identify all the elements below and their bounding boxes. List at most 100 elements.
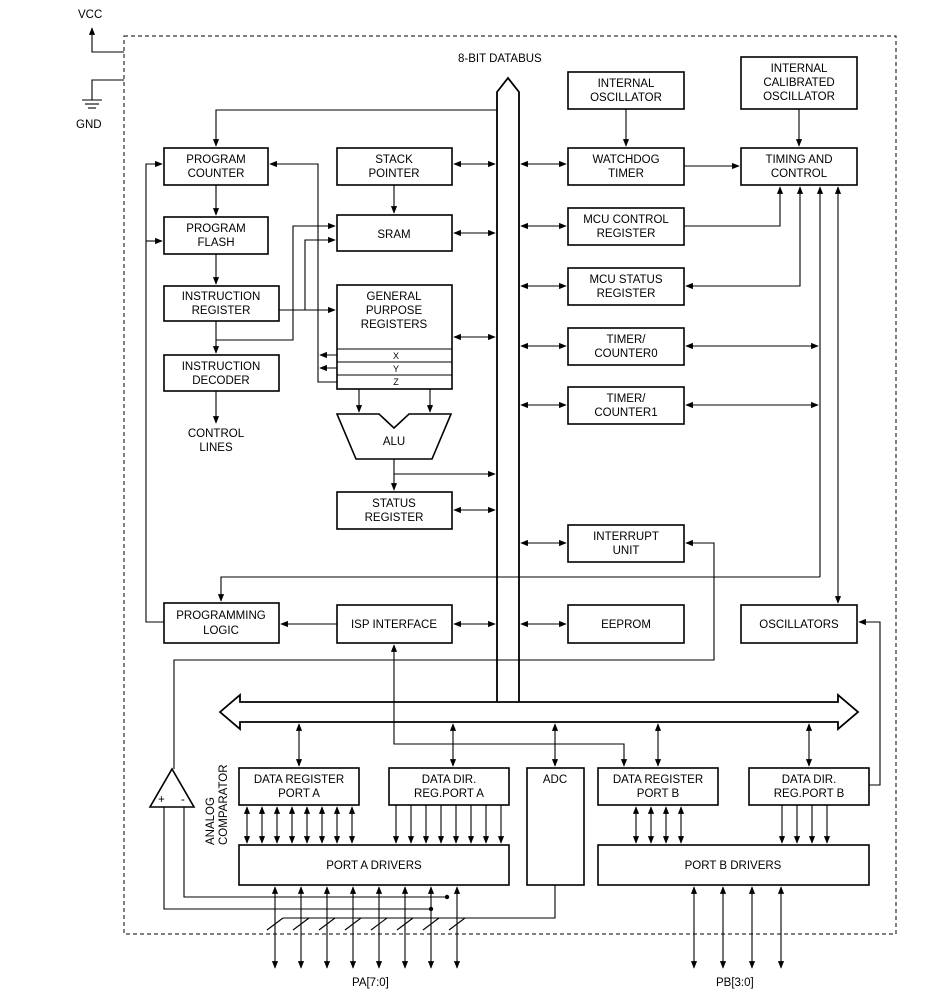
svg-text:UNIT: UNIT xyxy=(613,545,640,557)
timing-and-control-block: TIMING AND CONTROL xyxy=(740,147,858,186)
svg-text:REGISTER: REGISTER xyxy=(597,228,656,240)
stack-pointer-block: STACK POINTER xyxy=(336,147,453,186)
mcu-control-register-block: MCU CONTROL REGISTER xyxy=(567,207,685,246)
port-b-pins-label: PB[3:0] xyxy=(716,977,754,989)
internal-calibrated-oscillator-block: INTERNAL CALIBRATED OSCILLATOR xyxy=(740,56,858,110)
data-register-port-a-block: DATA REGISTER PORT A xyxy=(238,767,360,806)
oscillators-block: OSCILLATORS xyxy=(740,604,858,644)
sram-block: SRAM xyxy=(336,214,453,252)
svg-text:DATA DIR.: DATA DIR. xyxy=(782,774,837,786)
port-a-drivers-block: PORT A DRIVERS xyxy=(238,844,510,886)
instruction-register-block: INSTRUCTION REGISTER xyxy=(163,285,280,322)
analog-input-wiring xyxy=(163,807,556,919)
svg-text:COUNTER1: COUNTER1 xyxy=(594,407,657,419)
port-b-drivers-block: PORT B DRIVERS xyxy=(597,844,870,886)
svg-text:PURPOSE: PURPOSE xyxy=(366,305,423,317)
comparator-plus-label: + xyxy=(158,794,165,806)
interrupt-unit-block: INTERRUPT UNIT xyxy=(567,524,685,563)
svg-text:GENERAL: GENERAL xyxy=(367,291,423,303)
svg-text:CALIBRATED: CALIBRATED xyxy=(763,77,834,89)
svg-text:EEPROM: EEPROM xyxy=(601,619,651,631)
svg-text:INTERRUPT: INTERRUPT xyxy=(593,531,659,543)
gpr-row-x: X xyxy=(393,351,399,361)
svg-text:OSCILLATORS: OSCILLATORS xyxy=(759,619,839,631)
connections xyxy=(145,109,881,786)
svg-text:DECODER: DECODER xyxy=(192,375,250,387)
svg-text:MCU CONTROL: MCU CONTROL xyxy=(583,214,669,226)
port-b-dir-links xyxy=(778,805,831,844)
instruction-decoder-block: INSTRUCTION DECODER xyxy=(163,354,280,392)
databus xyxy=(496,76,520,707)
port-a-pin-tick xyxy=(448,917,466,931)
mcu-status-register-block: MCU STATUS REGISTER xyxy=(567,267,685,306)
svg-text:INSTRUCTION: INSTRUCTION xyxy=(182,361,261,373)
port-a-pin-tick xyxy=(318,917,336,931)
comparator-minus-label: - xyxy=(181,794,185,806)
svg-text:WATCHDOG: WATCHDOG xyxy=(592,154,659,166)
databus-label: 8-BIT DATABUS xyxy=(458,53,542,65)
program-flash-block: PROGRAM FLASH xyxy=(163,216,269,255)
port-a-dir-links xyxy=(392,805,505,844)
svg-text:LOGIC: LOGIC xyxy=(203,625,239,637)
power-pins: VCC GND xyxy=(76,9,124,131)
svg-text:TIMING AND: TIMING AND xyxy=(765,154,832,166)
svg-text:DATA REGISTER: DATA REGISTER xyxy=(613,774,703,786)
control-lines-label: CONTROL LINES xyxy=(188,428,245,454)
svg-text:DATA DIR.: DATA DIR. xyxy=(422,774,477,786)
data-dir-reg-port-a-block: DATA DIR. REG.PORT A xyxy=(388,767,510,806)
gpr-row-z: Z xyxy=(393,377,399,387)
svg-text:REGISTER: REGISTER xyxy=(597,288,656,300)
port-b-register-links xyxy=(632,806,685,844)
timer-counter1-block: TIMER/ COUNTER1 xyxy=(567,386,685,425)
svg-text:PORT A: PORT A xyxy=(278,788,320,800)
general-purpose-registers-block: GENERAL PURPOSE REGISTERS X Y Z xyxy=(336,284,453,390)
svg-text:MCU STATUS: MCU STATUS xyxy=(589,274,662,286)
svg-text:SRAM: SRAM xyxy=(377,229,410,241)
program-counter-block: PROGRAM COUNTER xyxy=(163,147,269,186)
data-dir-reg-port-b-block: DATA DIR. REG.PORT B xyxy=(748,767,870,806)
vcc-label: VCC xyxy=(78,9,102,21)
svg-text:REG.PORT B: REG.PORT B xyxy=(774,788,845,800)
analog-comparator-label: ANALOG COMPARATOR xyxy=(205,764,230,845)
port-a-pin-tick xyxy=(344,917,362,931)
svg-text:CONTROL: CONTROL xyxy=(771,168,828,180)
svg-text:CONTROL: CONTROL xyxy=(188,428,245,440)
svg-text:FLASH: FLASH xyxy=(197,237,234,249)
timer-counter0-block: TIMER/ COUNTER0 xyxy=(567,327,685,366)
svg-text:TIMER/: TIMER/ xyxy=(607,393,647,405)
port-a-pin-tick xyxy=(370,917,388,931)
port-a-pin-tick xyxy=(396,917,414,931)
svg-text:REG.PORT A: REG.PORT A xyxy=(414,788,484,800)
svg-text:POINTER: POINTER xyxy=(368,168,419,180)
svg-text:INTERNAL: INTERNAL xyxy=(771,63,828,75)
alu-block: ALU xyxy=(335,413,453,460)
isp-interface-block: ISP INTERFACE xyxy=(336,604,453,644)
chip-boundary xyxy=(123,35,897,935)
svg-text:PROGRAM: PROGRAM xyxy=(186,223,245,235)
eeprom-block: EEPROM xyxy=(567,604,685,644)
data-register-port-b-block: DATA REGISTER PORT B xyxy=(597,767,719,806)
svg-text:REGISTER: REGISTER xyxy=(365,512,424,524)
svg-text:PORT B DRIVERS: PORT B DRIVERS xyxy=(685,860,782,872)
programming-logic-block: PROGRAMMING LOGIC xyxy=(163,602,280,644)
svg-text:PROGRAMMING: PROGRAMMING xyxy=(176,610,266,622)
port-a-register-links xyxy=(243,806,356,844)
svg-text:ISP INTERFACE: ISP INTERFACE xyxy=(351,619,437,631)
adc-block: ADC xyxy=(526,767,585,886)
watchdog-timer-block: WATCHDOG TIMER xyxy=(567,147,685,186)
svg-text:DATA REGISTER: DATA REGISTER xyxy=(254,774,344,786)
svg-text:TIMER: TIMER xyxy=(608,168,644,180)
svg-text:PORT B: PORT B xyxy=(637,788,680,800)
svg-text:INSTRUCTION: INSTRUCTION xyxy=(182,291,261,303)
svg-text:OSCILLATOR: OSCILLATOR xyxy=(763,91,835,103)
port-a-pin-tick xyxy=(292,917,310,931)
svg-text:PROGRAM: PROGRAM xyxy=(186,154,245,166)
svg-text:LINES: LINES xyxy=(199,442,233,454)
analog-comparator: + - ANALOG COMPARATOR xyxy=(148,764,230,845)
port-a-pin-lines xyxy=(266,886,466,969)
internal-oscillator-block: INTERNAL OSCILLATOR xyxy=(567,71,685,110)
svg-text:REGISTER: REGISTER xyxy=(192,305,251,317)
port-a-pin-tick xyxy=(422,917,440,931)
gpr-row-y: Y xyxy=(393,364,399,374)
